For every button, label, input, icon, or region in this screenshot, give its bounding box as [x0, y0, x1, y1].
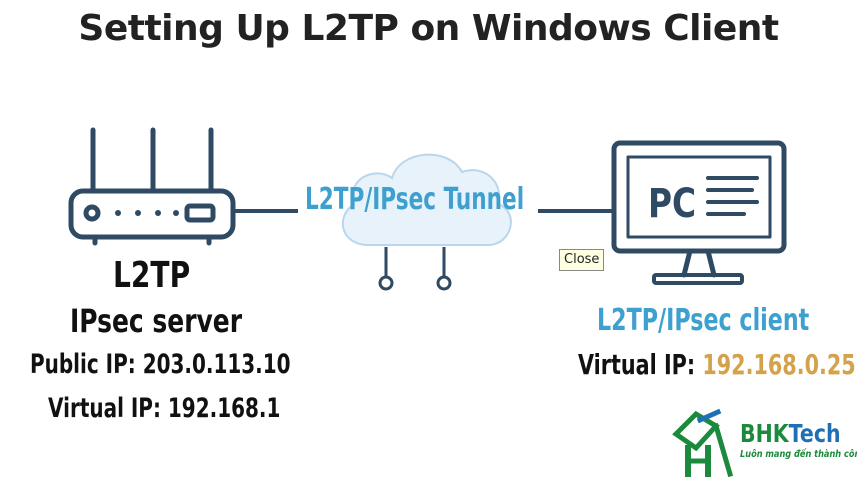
server-name: L2TP [113, 255, 191, 296]
client-name: L2TP/IPsec client [597, 303, 810, 338]
router-leds [115, 210, 179, 216]
client-virtual-ip-value: 192.168.0.25 [702, 348, 856, 381]
server-public-ip: Public IP: 203.0.113.10 [30, 349, 291, 380]
logo-brand-bhk: BHK [740, 419, 789, 448]
monitor-icon [611, 140, 787, 285]
server-role: IPsec server [70, 302, 243, 340]
client-virtual-ip: Virtual IP: 192.168.0.25 [578, 348, 856, 381]
router-icon [68, 127, 236, 246]
cloud-icon [341, 153, 512, 246]
server-virtual-ip: Virtual IP: 192.168.1 [48, 393, 281, 424]
client-virtual-ip-label: Virtual IP: [578, 348, 703, 381]
monitor-screen-lines [706, 176, 759, 216]
monitor-screen-text: PC [648, 180, 696, 227]
page-title: Setting Up L2TP on Windows Client [78, 8, 779, 49]
close-tooltip[interactable]: Close [559, 249, 605, 271]
bhktech-logo-text: BHKTech [740, 419, 841, 448]
tunnel-label: L2TP/IPsec Tunnel [305, 182, 525, 217]
logo-slogan: Luôn mang đến thành công! [740, 449, 857, 460]
bhktech-logo-icon [672, 408, 734, 478]
logo-brand-tech: Tech [788, 419, 841, 448]
cloud-connectors [378, 247, 452, 291]
